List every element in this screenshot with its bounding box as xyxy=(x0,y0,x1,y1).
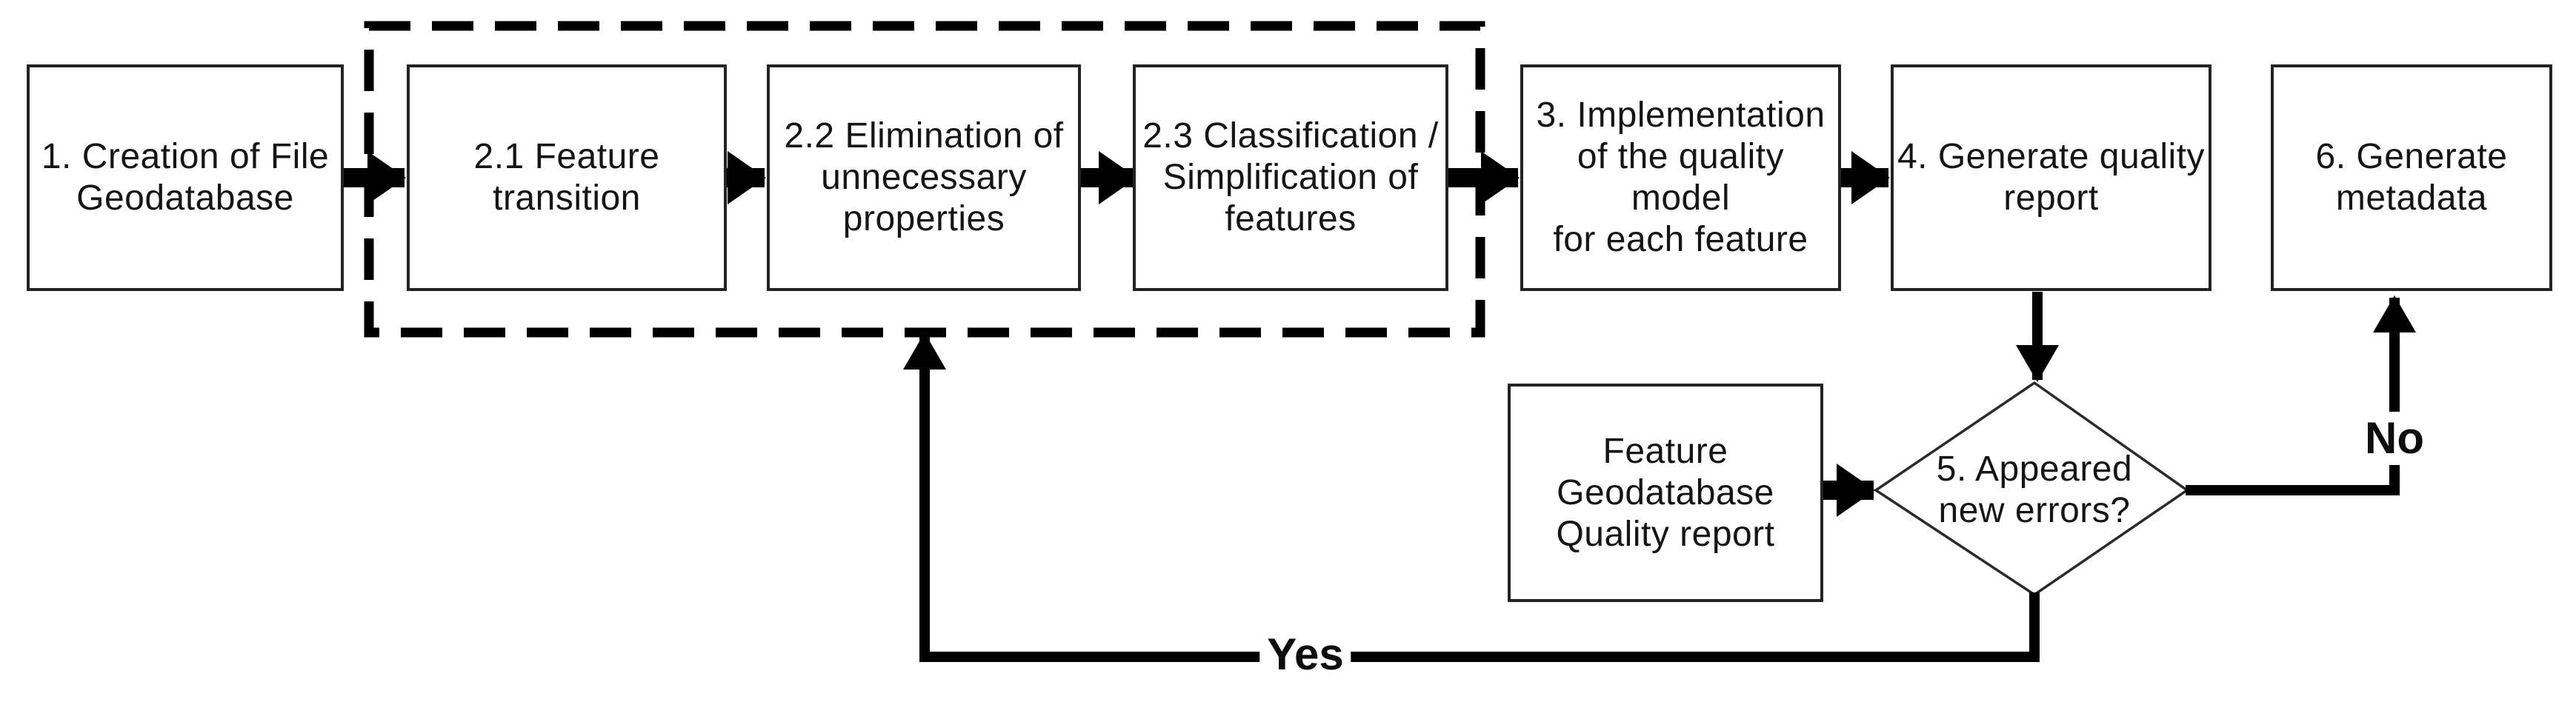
decision-diamond-label: 5. Appeared new errors? xyxy=(1898,416,2171,564)
text-line: 3. Implementation xyxy=(1536,96,1826,135)
text-line: metadata xyxy=(2335,178,2488,218)
text-line: for each feature xyxy=(1553,220,1808,259)
box-quality-report: Feature Geodatabase Quality report xyxy=(1508,384,1823,602)
box-quality-report-text: Feature Geodatabase Quality report xyxy=(1556,431,1774,555)
text-line: Quality report xyxy=(1556,514,1775,554)
text-line: Feature xyxy=(1602,431,1728,471)
box-step-2-2: 2.2 Elimination of unnecessary propertie… xyxy=(767,64,1081,291)
text-line: features xyxy=(1225,199,1357,238)
yes-edge-label: Yes xyxy=(1259,628,1351,681)
no-edge-label: No xyxy=(2357,412,2432,465)
text-line: of the quality model xyxy=(1577,137,1785,218)
text-line: 2.3 Classification / xyxy=(1142,116,1439,156)
box-step-1-text: 1. Creation of File Geodatabase xyxy=(41,136,329,219)
box-step-2-3-text: 2.3 Classification / Simplification of f… xyxy=(1142,116,1439,240)
text-line: 2.2 Elimination of xyxy=(784,116,1064,156)
arrow-decision-yes-to-phase2 xyxy=(903,332,2040,662)
box-step-6: 6. Generate metadata xyxy=(2271,64,2552,291)
text-line: 4. Generate quality xyxy=(1897,137,2206,176)
box-step-2-2-text: 2.2 Elimination of unnecessary propertie… xyxy=(784,116,1063,240)
box-step-2-1: 2.1 Feature transition xyxy=(407,64,727,291)
box-step-2-1-text: 2.1 Feature transition xyxy=(474,136,660,219)
text-line: properties xyxy=(842,199,1005,238)
decision-diamond-text: 5. Appeared new errors? xyxy=(1937,449,2132,532)
box-step-2-3: 2.3 Classification / Simplification of f… xyxy=(1133,64,1448,291)
text-line: 1. Creation of File xyxy=(41,137,330,176)
box-step-6-text: 6. Generate metadata xyxy=(2316,136,2508,219)
box-step-1: 1. Creation of File Geodatabase xyxy=(27,64,344,291)
text-line: 6. Generate xyxy=(2315,137,2508,176)
text-line: Geodatabase xyxy=(76,178,294,218)
box-step-4: 4. Generate quality report xyxy=(1891,64,2211,291)
arrow-decision-no-to-step6 xyxy=(2186,295,2416,495)
box-step-4-text: 4. Generate quality report xyxy=(1897,136,2205,219)
text-line: Simplification of xyxy=(1162,158,1419,197)
text-line: new errors? xyxy=(1938,491,2131,530)
text-line: 5. Appeared xyxy=(1936,449,2133,489)
text-line: report xyxy=(2003,178,2099,218)
text-line: 2.1 Feature xyxy=(473,137,660,176)
text-line: unnecessary xyxy=(821,158,1027,197)
box-step-3: 3. Implementation of the quality model f… xyxy=(1520,64,1841,291)
text-line: transition xyxy=(493,178,641,218)
box-step-3-text: 3. Implementation of the quality model f… xyxy=(1523,95,1838,261)
text-line: Geodatabase xyxy=(1557,472,1774,512)
